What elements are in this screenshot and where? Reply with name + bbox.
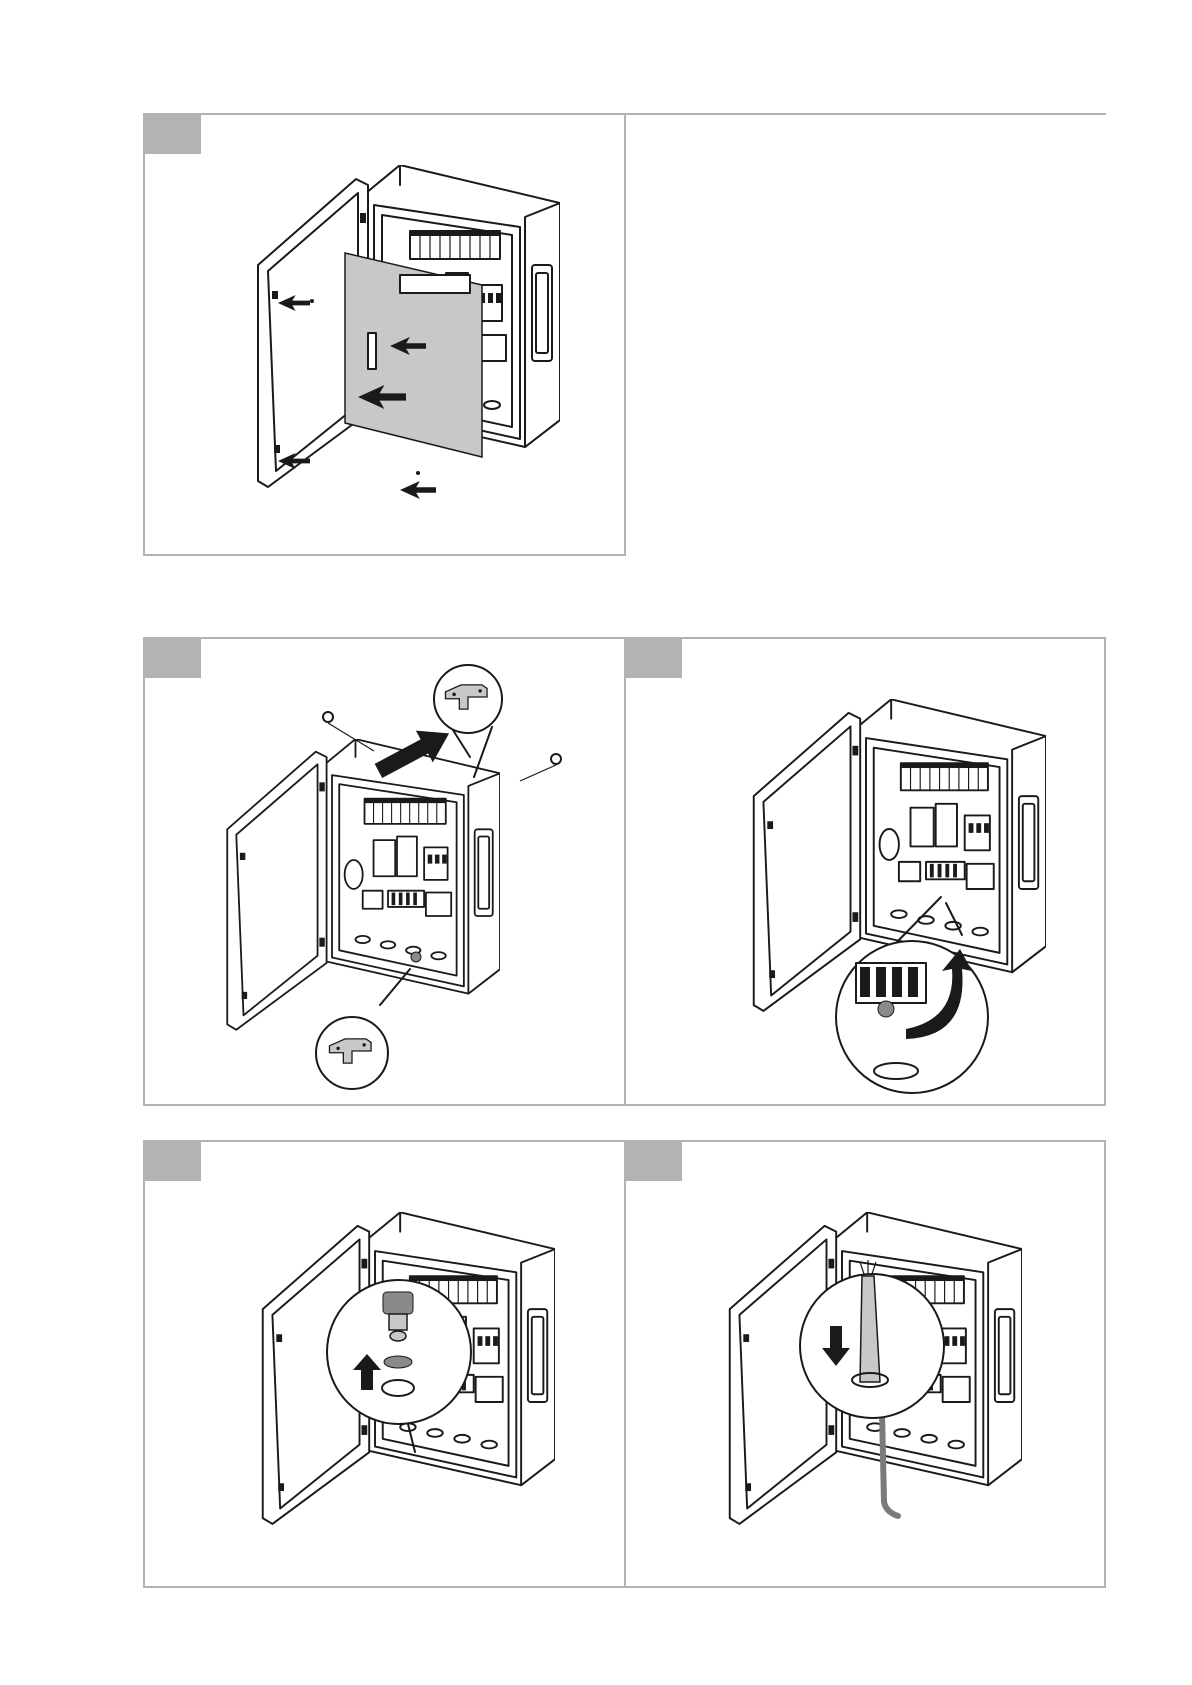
illustration-remove-cover <box>250 165 560 515</box>
screw-icon <box>323 712 333 722</box>
step-panel-ground-terminal <box>624 637 1106 1106</box>
step-panel-insert-cable <box>624 1140 1106 1588</box>
enclosure-icon <box>227 739 500 1030</box>
step-panel-attach-brackets <box>143 637 626 1106</box>
step-number-tab <box>145 639 201 678</box>
step-number-tab <box>145 1142 201 1181</box>
step-number-tab <box>626 1142 682 1181</box>
illustration-insert-cable <box>722 1212 1022 1532</box>
step-panel-remove-gland <box>143 1140 626 1588</box>
arrow-icon <box>400 481 436 499</box>
illustration-remove-gland <box>255 1212 555 1532</box>
screw-icon <box>551 754 561 764</box>
step-number-tab <box>626 639 682 678</box>
step-panel-remove-cover <box>143 113 626 556</box>
step-number-tab <box>145 115 201 154</box>
illustration-attach-brackets <box>220 657 600 1097</box>
illustration-ground-terminal <box>746 699 1046 1099</box>
top-rule <box>624 113 1106 115</box>
